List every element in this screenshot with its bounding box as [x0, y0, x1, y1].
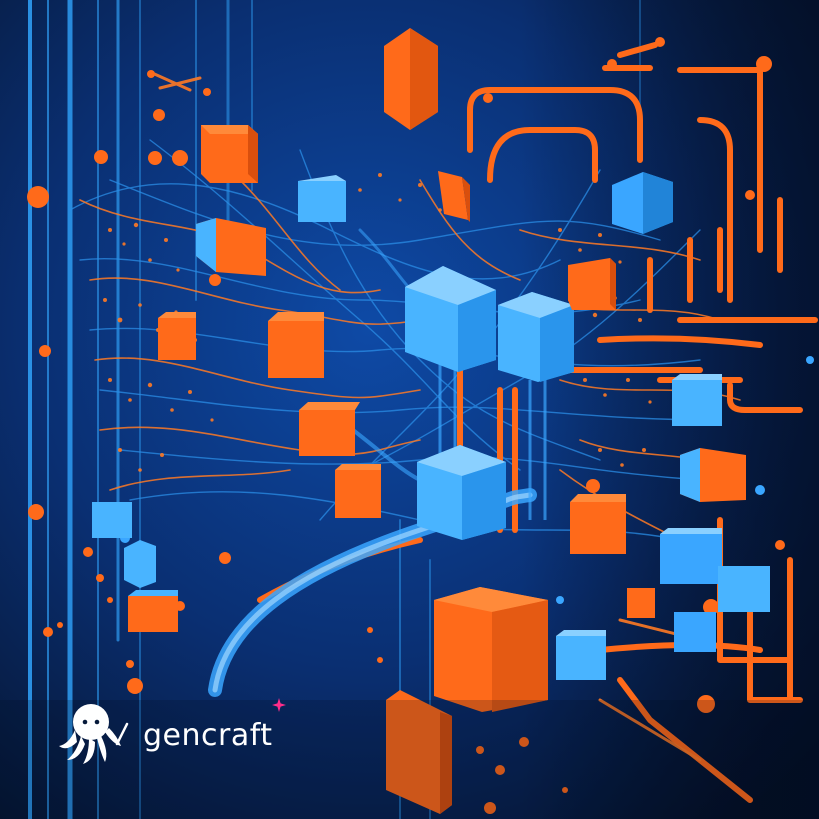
- orange-cube-6: [568, 258, 616, 310]
- blue-cube-3: [672, 374, 722, 426]
- blue-cube-6: [674, 612, 716, 652]
- bottom-shade: [0, 700, 819, 819]
- octopus-icon: [59, 704, 129, 764]
- blue-cube-5: [718, 566, 770, 612]
- cubes: [92, 28, 770, 814]
- blue-cube-1: [298, 175, 346, 222]
- orange-cube-8: [335, 464, 381, 518]
- orange-prism-bottom: [386, 690, 452, 814]
- orange-prism-top: [384, 28, 438, 130]
- gencraft-watermark: gencraft: [55, 700, 273, 766]
- blue-cube-center-1: [405, 266, 496, 372]
- blue-cube-center-2: [498, 292, 574, 382]
- blue-cube-9: [124, 540, 156, 588]
- blue-dots: [120, 356, 814, 604]
- orange-cube-2: [438, 171, 470, 222]
- orange-cube-9: [680, 448, 746, 502]
- orange-cube-1: [201, 125, 258, 183]
- blue-cube-8: [92, 502, 132, 538]
- orange-cube-7: [299, 402, 360, 456]
- watermark-text: gencraft: [143, 717, 273, 753]
- orange-cube-big: [434, 587, 548, 712]
- blue-cube-7: [556, 630, 606, 680]
- orange-cube-4: [158, 312, 196, 360]
- orange-cube-11: [627, 588, 655, 618]
- blue-cube-2: [612, 172, 673, 234]
- blue-cube-center-3: [417, 445, 506, 540]
- sparkle-icon: [272, 698, 286, 712]
- blue-cube-4: [660, 528, 722, 584]
- orange-cube-5: [268, 312, 324, 378]
- orange-cube-12: [128, 590, 178, 632]
- orange-cube-10: [570, 494, 626, 554]
- orange-cube-3: [196, 218, 266, 276]
